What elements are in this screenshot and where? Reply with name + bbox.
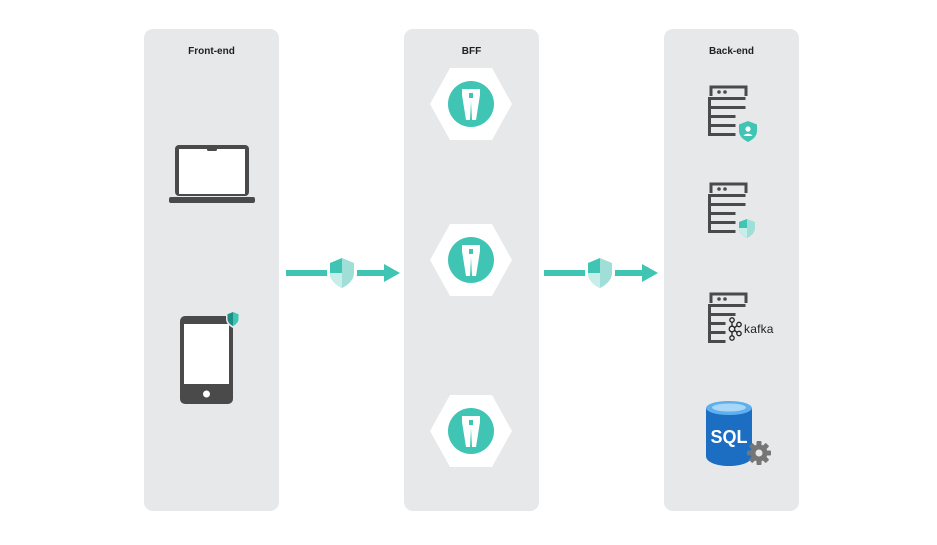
gear-icon — [747, 441, 771, 465]
shield-icon — [327, 255, 357, 292]
bff-panel: BFF — [404, 29, 539, 511]
api-gateway-icon — [429, 394, 513, 468]
sql-label: SQL — [710, 427, 748, 447]
bff-title: BFF — [461, 46, 482, 57]
shield-icon — [739, 121, 757, 142]
kafka-label: kafka — [744, 322, 774, 336]
bff-to-backend-arrow — [544, 249, 664, 297]
kafka-logo-icon — [728, 317, 742, 341]
sql-database-icon: SQL — [704, 400, 776, 470]
kafka-server-icon: kafka — [708, 291, 778, 351]
laptop-icon — [168, 144, 256, 206]
server-icon — [708, 84, 760, 144]
shield-icon — [226, 311, 240, 328]
api-gateway-icon — [429, 223, 513, 297]
shield-icon — [739, 219, 755, 238]
frontend-to-bff-arrow — [286, 249, 406, 297]
api-gateway-icon — [429, 67, 513, 141]
shield-icon — [585, 255, 615, 292]
backend-title: Back-end — [708, 46, 754, 57]
server-icon — [708, 181, 760, 243]
frontend-panel: Front-end — [144, 29, 279, 511]
backend-panel: Back-end — [664, 29, 799, 511]
frontend-title: Front-end — [188, 46, 235, 57]
mobile-phone-icon — [179, 311, 241, 407]
